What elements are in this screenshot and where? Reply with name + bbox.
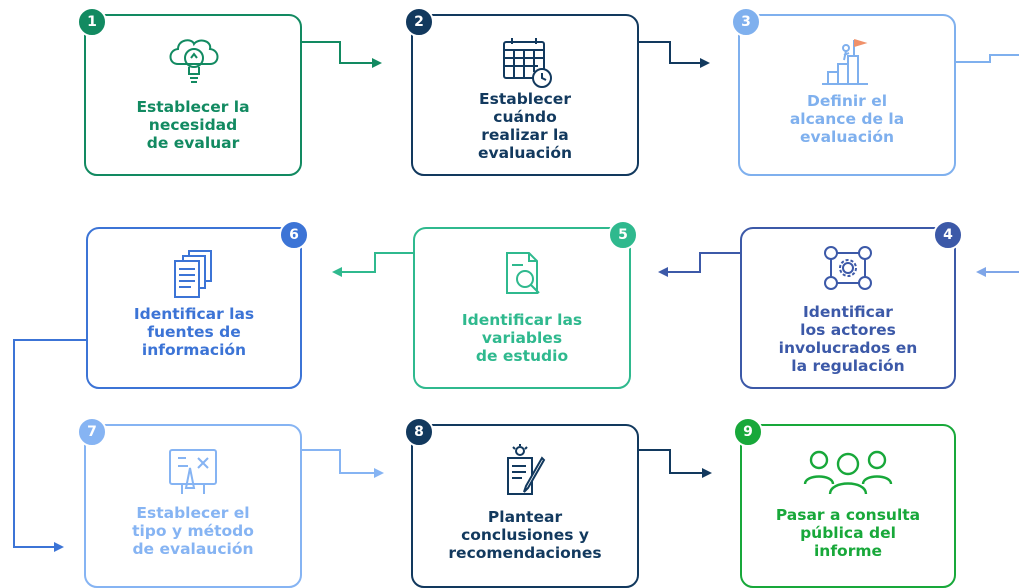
arrow-step4-to-step5 (658, 252, 740, 277)
step-5-card: 5 Identificar las variables de estudio (413, 220, 638, 389)
step-9-number-badge: 9 (733, 417, 763, 447)
math-board-icon (160, 444, 226, 500)
arrow-step2-to-step3 (638, 41, 710, 68)
arrow-step8-to-step9 (638, 449, 712, 478)
step-4-number-badge: 4 (933, 220, 963, 250)
step-2-number-badge: 2 (404, 7, 434, 37)
step-6-card: 6 Identificar las fuentes de información (86, 220, 309, 389)
calendar-clock-icon (492, 34, 558, 90)
step-4-label: Identificar los actores involucrados en … (778, 303, 918, 375)
step-2-label: Establecer cuándo realizar la evaluación (477, 90, 573, 162)
step-1-label: Establecer la necesidad de evaluar (136, 98, 250, 152)
step-7-label: Establecer el tipo y método de evalaució… (132, 504, 254, 558)
step-3-card: 3 Definir el alcance de la evaluación (731, 7, 956, 176)
step-9-label: Pasar a consulta pública del informe (775, 506, 921, 560)
step-5-number-badge: 5 (608, 220, 638, 250)
step-2-card: 2 Establecer cuándo realizar la evaluaci… (404, 7, 639, 176)
step-4-card: 4 Identificar los actores involucrados e… (740, 220, 963, 389)
step-8-number-badge: 8 (404, 417, 434, 447)
step-8-card: 8 Plantear conclusiones y recomendacione… (404, 417, 639, 588)
step-7-number-badge: 7 (77, 417, 107, 447)
network-people-icon (815, 241, 881, 297)
step-5-label: Identificar las variables de estudio (461, 311, 583, 365)
step-3-label: Definir el alcance de la evaluación (789, 92, 905, 146)
arrow-step5-to-step6 (332, 252, 413, 277)
step-6-number-badge: 6 (279, 220, 309, 250)
arrow-into-step4 (976, 267, 1019, 277)
step-1-card: 1 Establecer la necesidad de evaluar (77, 7, 302, 176)
lightbulb-brain-icon (160, 34, 226, 90)
arrow-step7-to-step8 (300, 449, 384, 478)
step-1-number-badge: 1 (77, 7, 107, 37)
step-3-number-badge: 3 (731, 7, 761, 37)
step-6-label: Identificar las fuentes de información (133, 305, 255, 359)
step-7-card: 7 Establecer el tipo y método de evalauc… (77, 417, 302, 588)
writing-idea-icon (492, 444, 558, 500)
arrow-step1-to-step2 (300, 41, 382, 68)
document-magnifier-icon (489, 247, 555, 303)
arrow-step6-to-step7 (13, 339, 86, 552)
summit-flag-icon (814, 34, 880, 90)
people-group-icon (793, 444, 903, 500)
step-9-card: 9 Pasar a consulta pública del informe (733, 417, 956, 588)
documents-stack-icon (161, 247, 227, 303)
step-8-label: Plantear conclusiones y recomendaciones (448, 508, 602, 562)
arrow-step3-out (956, 54, 1019, 63)
